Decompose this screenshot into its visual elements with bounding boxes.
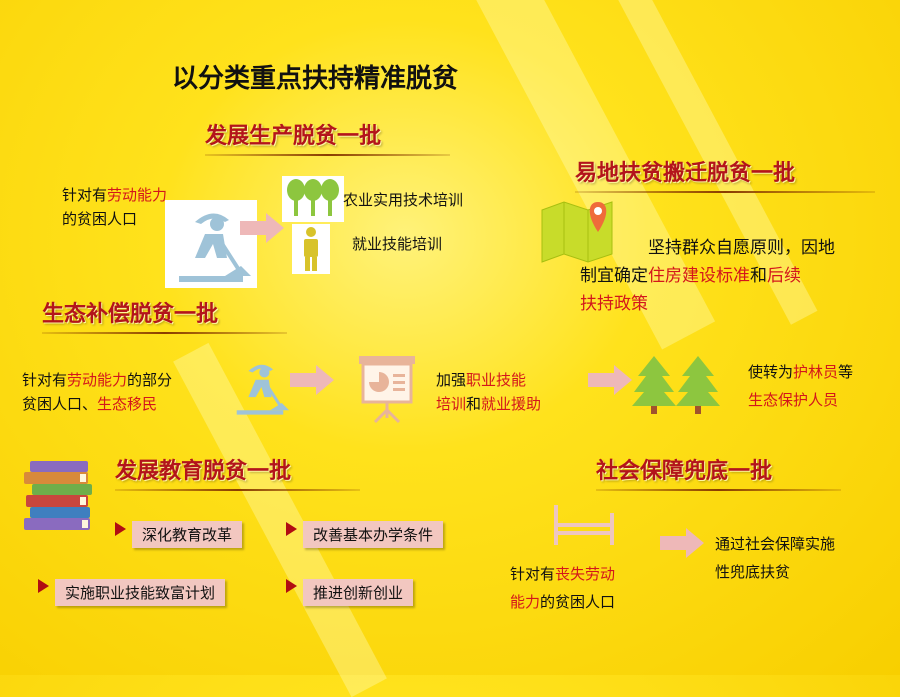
heading-underline [115, 489, 360, 491]
arrow-right-icon [660, 528, 704, 558]
bullet-arrow-icon [286, 522, 297, 536]
arrow-right-icon [588, 365, 632, 395]
arrow-right-icon [240, 213, 284, 243]
bullet-arrow-icon [38, 579, 49, 593]
section-education: 发展教育脱贫一批 [115, 453, 360, 491]
agri-training-text: 农业实用技术培训 [343, 191, 464, 209]
social-target-text: 针对有丧失劳动 能力的贫困人口 [510, 565, 616, 611]
worker-icon [165, 200, 257, 288]
heading-underline [575, 191, 875, 193]
ranger-text: 使转为护林员等 生态保护人员 [748, 363, 854, 409]
person-icon [292, 224, 330, 274]
social-measure-text: 通过社会保障实施 性兜底扶贫 [715, 535, 836, 581]
heading-underline [42, 332, 287, 334]
section-heading: 生态补偿脱贫一批 [42, 302, 219, 327]
employment-training-text: 就业技能培训 [352, 235, 443, 253]
education-item: 深化教育改革 [132, 521, 243, 548]
relocation-text: 坚持群众自愿原则，因地 制宜确定住房建设标准和后续 扶持政策 [580, 238, 835, 314]
page-title: 以分类重点扶持精准脱贫 [172, 64, 459, 94]
worker-icon [225, 355, 295, 419]
section-heading: 发展教育脱贫一批 [115, 459, 292, 484]
section-heading: 社会保障兜底一批 [596, 459, 773, 484]
forest-icon [630, 354, 722, 414]
education-item: 实施职业技能致富计划 [55, 579, 226, 606]
section-social-security: 社会保障兜底一批 [596, 453, 841, 491]
section-relocation: 易地扶贫搬迁脱贫一批 [575, 155, 875, 193]
books-icon [20, 455, 102, 537]
map-pin-icon [538, 198, 618, 264]
section-heading: 发展生产脱贫一批 [205, 124, 382, 149]
bullet-arrow-icon [115, 522, 126, 536]
ecological-target-text: 针对有劳动能力的部分 贫困人口、生态移民 [22, 371, 173, 413]
section-ecological: 生态补偿脱贫一批 [42, 296, 287, 334]
bullet-arrow-icon [286, 579, 297, 593]
bed-icon [552, 503, 616, 547]
arrow-right-icon [290, 365, 334, 395]
section-production: 发展生产脱贫一批 [205, 118, 450, 156]
section-heading: 易地扶贫搬迁脱贫一批 [575, 161, 796, 186]
presentation-board-icon [355, 354, 419, 424]
education-item: 推进创新创业 [303, 579, 414, 606]
vocational-text: 加强职业技能 培训和就业援助 [436, 371, 542, 413]
heading-underline [205, 154, 450, 156]
production-target-text: 针对有劳动能力 的贫困人口 [62, 186, 168, 228]
trees-icon [282, 176, 344, 222]
heading-underline [596, 489, 841, 491]
education-item: 改善基本办学条件 [303, 521, 444, 548]
